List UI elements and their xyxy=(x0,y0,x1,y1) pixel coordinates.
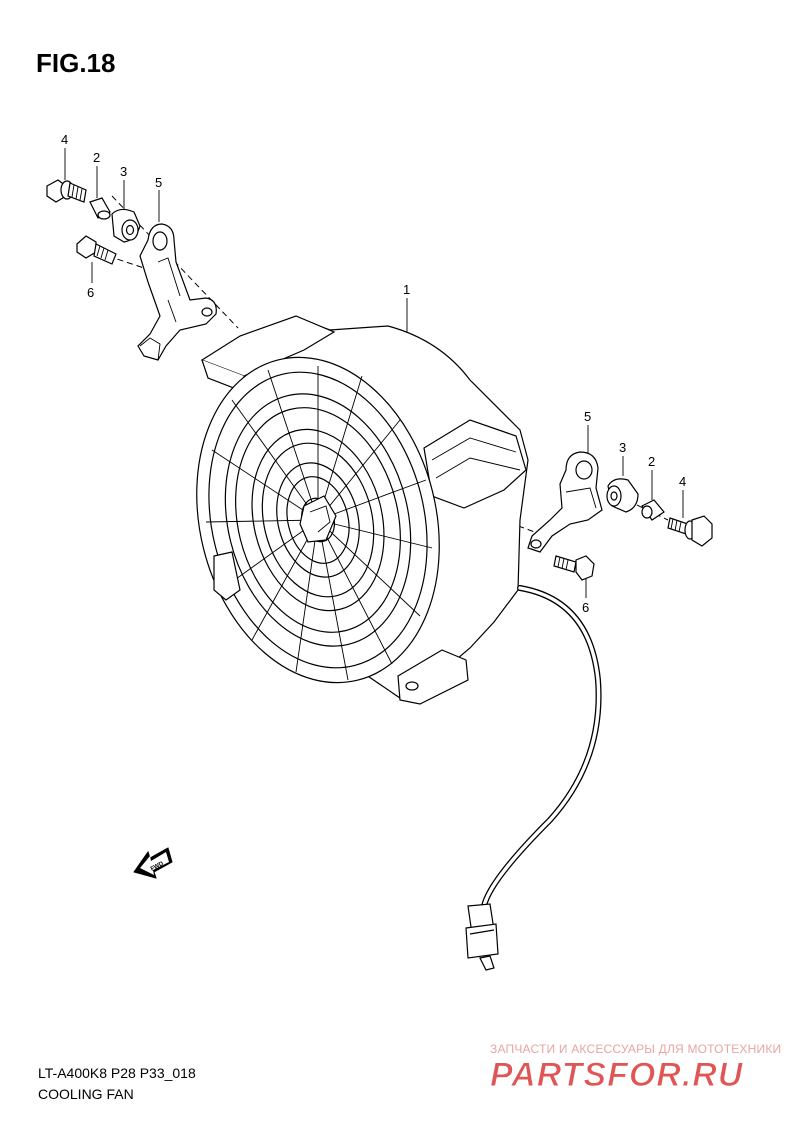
diagram-part-name: COOLING FAN xyxy=(38,1086,134,1102)
right-grommet-3 xyxy=(606,478,639,513)
cooling-fan-assembly xyxy=(196,315,529,705)
callout-2-right: 2 xyxy=(648,454,655,469)
callout-labels: 4 2 3 5 6 1 5 3 2 4 6 xyxy=(61,132,686,615)
fan-wire-harness xyxy=(481,585,602,909)
right-collar-2 xyxy=(641,499,665,521)
left-screw-6 xyxy=(76,235,117,265)
callout-5-left: 5 xyxy=(155,175,162,190)
left-grommet-3 xyxy=(111,208,141,243)
callout-3-left: 3 xyxy=(120,164,127,179)
callout-5-right: 5 xyxy=(584,409,591,424)
watermark-logo: PARTSFOR.RU xyxy=(490,1056,744,1095)
callout-3-right: 3 xyxy=(619,440,626,455)
callout-6-right: 6 xyxy=(582,600,589,615)
right-bracket-5 xyxy=(527,451,603,553)
leader-lines xyxy=(64,148,684,598)
diagram-model-code: LT-A400K8 P28 P33_018 xyxy=(38,1065,196,1081)
figure-title: FIG.18 xyxy=(36,48,116,78)
right-screw-6 xyxy=(553,555,595,581)
callout-4-left: 4 xyxy=(61,132,68,147)
left-bolt-4 xyxy=(46,179,87,203)
watermark-tagline: ЗАПЧАСТИ И АКСЕССУАРЫ ДЛЯ МОТОТЕХНИКИ xyxy=(490,1042,782,1056)
grille-spokes xyxy=(205,366,433,681)
left-bracket-5 xyxy=(137,223,217,361)
fwd-arrow-icon: FWD xyxy=(133,847,173,879)
right-bolt-4 xyxy=(667,515,713,547)
callout-4-right: 4 xyxy=(679,474,686,489)
left-collar-2 xyxy=(89,197,111,220)
callout-2-left: 2 xyxy=(93,150,100,165)
callout-6-left: 6 xyxy=(87,285,94,300)
watermark-logo-text: PARTSFOR.RU xyxy=(490,1056,744,1094)
callout-1: 1 xyxy=(403,282,410,297)
wire-connector xyxy=(465,903,499,971)
